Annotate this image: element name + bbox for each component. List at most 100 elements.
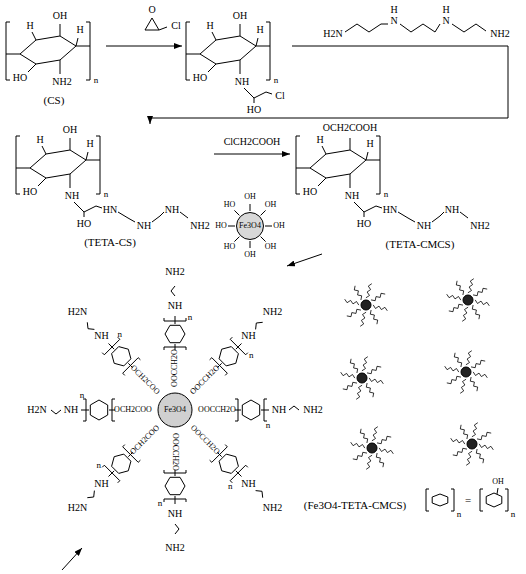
particle-arm [367,366,381,373]
particle-arm [456,281,463,295]
chain-bond [460,212,468,218]
bond [86,152,88,160]
atom-label: O [148,5,155,15]
particle-icon [361,300,371,310]
bond [256,38,258,46]
atom-label: OH [244,251,256,259]
atom-label: HN [383,205,397,215]
pyranose-ring [112,454,131,473]
linker-label: OCH2COO [129,424,161,456]
linker-label: OOCCH2O [171,349,179,387]
chain-bond [109,471,115,477]
pointer-arrow [62,548,82,570]
chain-bond [175,524,179,534]
bond [240,60,241,74]
bond [70,174,71,188]
pyranose-ring [165,477,185,494]
linker-label: OOCCH2O [171,433,179,471]
chain-bond [261,410,269,411]
linker-label: OCH2COO [129,364,161,396]
compound-node: (TETA-CS) [2,124,214,248]
particle-arm [449,304,463,311]
repeat-count: n [80,391,85,400]
particle-arm [353,452,367,459]
linker-label: OOCCH2O [189,424,221,456]
repeat-count: n [118,329,123,338]
atom-label: N [390,16,397,26]
atom-label: HO [303,187,317,197]
reagent-label: ClCH2COOH [224,137,281,147]
particle-arm [447,376,461,383]
amine-end: NH2 [165,267,184,277]
bond [256,46,270,47]
particle-icon [463,295,473,305]
repeat-bracket [426,489,429,511]
atom-label: HO [215,222,227,230]
repeat-bracket [451,489,454,511]
particle-icon [367,443,377,453]
atom-label: NH [241,331,255,341]
repeat-bracket [86,22,90,80]
particle-arm [347,309,361,316]
chain-bond [175,496,176,504]
repeat-bracket [296,136,300,194]
particle-arm [345,299,359,305]
atom-label: NH [94,331,108,341]
atom-label: HO [23,187,37,197]
pyranose-ring [30,150,86,178]
atom-label: H [316,135,323,145]
amine-end: NH2 [263,503,282,513]
bond [350,138,351,150]
atom-label: NH [417,221,431,231]
repeat-count: n [228,482,233,491]
atom-label: HN [103,205,117,215]
bond [86,160,100,161]
amine-end: H2N [27,405,46,415]
atom-label: OH [492,478,504,486]
atom-label: HO [224,243,236,251]
particle-arm [373,305,387,311]
pyranose-ring [486,493,502,507]
particle-icon [357,373,367,383]
amine-end: H2N [68,503,87,513]
repeat-bracket [480,489,483,511]
particle-arm [341,372,355,378]
chain-bond [452,24,486,32]
pyranose-ring [242,400,259,420]
atom-label: NH [94,479,108,489]
atom-label: OH [53,11,67,21]
particle-arm [470,377,477,391]
particle-arm [377,436,391,443]
hydroxyl-bond [234,237,239,242]
hydroxyl-bond [228,226,235,227]
particle-arm [466,351,472,365]
compound-name: (Fe3O4-TETA-CMCS) [304,500,406,511]
repeat-bracket [6,22,10,80]
bond [32,32,36,40]
particle-arm [466,451,472,465]
linker-label: OOCCH2O [198,406,236,414]
atom-label: HO [77,219,91,229]
pyranose-ring [20,36,76,64]
repeat-bracket [376,136,380,194]
repeat-count: n [104,190,109,199]
particle-arm [366,455,372,469]
hydroxyl-bond [261,210,266,215]
particle-arm [370,310,377,324]
atom-label: NH2 [490,29,509,39]
particle-circle [237,213,264,240]
chain-bond [87,322,94,329]
particle-arm [366,383,373,397]
pyranose-ring [165,325,185,342]
atom-label: OH [63,125,77,135]
particle-arm [372,427,378,441]
repeat-count: n [94,76,99,85]
pyranose-ring [310,150,366,178]
particle-arm [350,359,357,373]
atom-label: HO [193,73,207,83]
particle-arm [451,438,465,444]
chain-bond [289,406,299,410]
particle-arm [473,372,487,378]
chain-bond [236,344,242,350]
